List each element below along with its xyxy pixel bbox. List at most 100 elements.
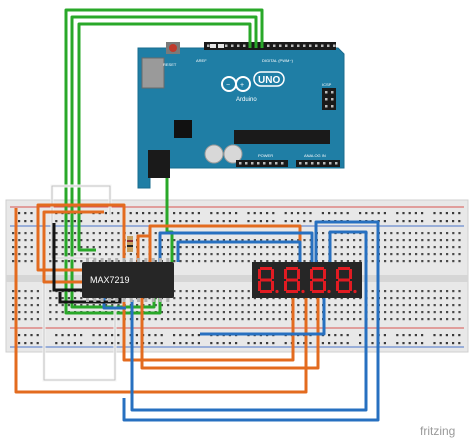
breadboard-hole [384,304,387,307]
breadboard-hole [18,318,21,321]
chip-pin [166,258,170,262]
breadboard-hole [185,304,188,307]
breadboard-hole [49,260,52,263]
breadboard-hole [105,318,108,321]
breadboard-hole [74,304,77,307]
breadboard-hole [260,297,263,300]
breadboard-hole [322,232,325,235]
rail-hole [408,334,411,337]
breadboard-hole [173,318,176,321]
rail-hole [445,342,448,345]
rail-hole [111,334,114,337]
breadboard-hole [222,318,225,321]
power-label: POWER [258,153,273,158]
breadboard-hole [446,318,449,321]
breadboard-hole [371,297,374,300]
display-segment [312,278,324,282]
chip-pin [115,298,119,302]
rail-hole [222,212,225,215]
breadboard-hole [433,297,436,300]
breadboard-hole [241,297,244,300]
breadboard-hole [173,239,176,242]
breadboard-hole [179,304,182,307]
breadboard-hole [384,232,387,235]
rail-hole [73,220,76,223]
breadboard-hole [260,311,263,314]
breadboard-hole [427,232,430,235]
breadboard-hole [433,311,436,314]
breadboard-hole [61,297,64,300]
breadboard-hole [142,246,145,249]
breadboard-hole [421,297,424,300]
breadboard-hole [346,311,349,314]
display-segment [258,281,261,291]
breadboard-hole [272,311,275,314]
breadboard-hole [266,311,269,314]
rail-hole [173,342,176,345]
breadboard-hole [105,297,108,300]
chip-pin [159,298,162,302]
breadboard-hole [92,232,95,235]
rail-hole [24,342,27,345]
breadboard-hole [24,297,27,300]
rail-hole [24,212,27,215]
breadboard-hole [55,253,58,256]
rail-hole [297,220,300,223]
breadboard-hole [328,318,331,321]
header-pin [275,162,278,165]
breadboard-hole [340,318,343,321]
breadboard-hole [229,290,232,293]
breadboard-hole [142,260,145,263]
rail-hole [408,212,411,215]
breadboard-hole [408,297,411,300]
breadboard-hole [173,311,176,314]
rail-hole [111,220,114,223]
breadboard-hole [402,297,405,300]
breadboard-hole [346,239,349,242]
breadboard-hole [210,260,213,263]
breadboard-hole [55,311,58,314]
breadboard-hole [216,311,219,314]
rail-hole [414,212,417,215]
breadboard-hole [160,246,163,249]
rail-hole [92,334,95,337]
header-pin [305,162,308,165]
display-segment [312,267,324,270]
display-segment [260,267,272,270]
rail-hole [272,342,275,345]
breadboard-hole [80,232,83,235]
breadboard-hole [24,260,27,263]
breadboard-hole [235,297,238,300]
rail-hole [402,342,405,345]
chip-pin [129,258,133,262]
rail-hole [383,220,386,223]
breadboard-hole [247,290,250,293]
breadboard-hole [260,304,263,307]
breadboard-hole [396,318,399,321]
breadboard-hole [24,232,27,235]
display-segment [284,281,287,291]
breadboard-hole [433,304,436,307]
rail-hole [445,220,448,223]
breadboard-hole [167,304,170,307]
breadboard-hole [396,239,399,242]
breadboard-hole [86,246,89,249]
rail-hole [259,212,262,215]
breadboard-hole [322,239,325,242]
breadboard-hole [247,297,250,300]
breadboard-hole [390,318,393,321]
breadboard-hole [210,318,213,321]
breadboard-hole [154,246,157,249]
breadboard-hole [278,260,281,263]
rail-hole [160,212,163,215]
breadboard-hole [328,311,331,314]
rail-hole [235,212,238,215]
breadboard-hole [74,239,77,242]
breadboard-hole [49,239,52,242]
rail-hole [73,342,76,345]
rail-hole [383,342,386,345]
icsp-pin [331,98,334,101]
rail-hole [309,212,312,215]
breadboard-hole [458,253,461,256]
rail-hole [36,334,39,337]
